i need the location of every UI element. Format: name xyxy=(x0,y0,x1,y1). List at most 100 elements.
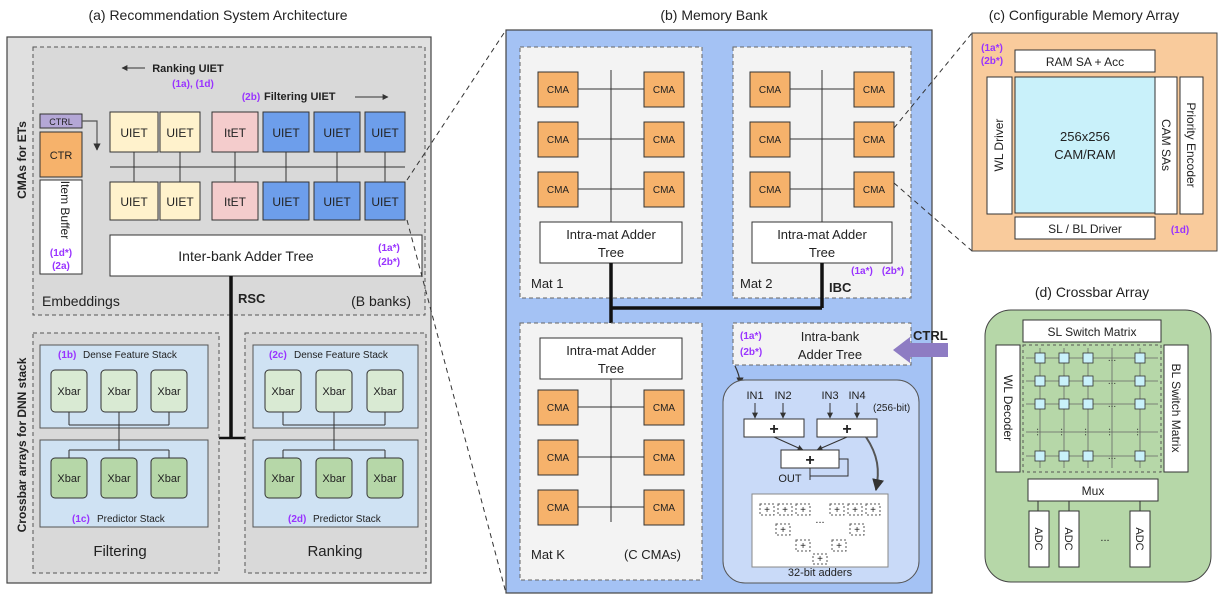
xbar-label: Xbar xyxy=(57,473,81,485)
plus-label: + xyxy=(805,452,814,469)
adc-label: ADC xyxy=(1032,527,1044,550)
plus-label: + xyxy=(780,525,786,536)
ctrl-arrow-icon xyxy=(893,337,948,363)
ctrl-arrow xyxy=(82,120,101,151)
matk-cmas: CMA CMA CMA CMA CMA CMA xyxy=(537,389,685,526)
wl-decoder-box xyxy=(995,344,1021,473)
mat2-lines xyxy=(790,70,854,222)
cell-ellipsis: ... xyxy=(1108,376,1116,387)
xbar-label: Xbar xyxy=(322,473,346,485)
cma-label: CMA xyxy=(547,185,570,196)
crossbar-cell xyxy=(1034,375,1046,387)
tag-2c: (2c) xyxy=(269,350,287,361)
intra-bank-l1: Intra-bank xyxy=(801,329,860,344)
tag-2d: (2d) xyxy=(288,514,306,525)
bl-switch-label: BL Switch Matrix xyxy=(1169,364,1183,453)
crossbar-cell xyxy=(1058,375,1070,387)
cma-label: CMA xyxy=(547,403,570,414)
adder-tree-nodes xyxy=(759,503,881,565)
adc-ellipsis: ... xyxy=(1100,532,1109,544)
mat2-adder-l2: Tree xyxy=(809,245,835,260)
panel-d-title: (d) Crossbar Array xyxy=(1035,284,1149,300)
cma-label: CMA xyxy=(863,135,886,146)
panel-c: (1a*) (2b*) RAM SA + Acc WL Driver 256x2… xyxy=(971,32,1218,252)
ram-sa-box xyxy=(1014,49,1156,73)
panel-c-title: (c) Configurable Memory Array xyxy=(989,7,1180,23)
cam-ram-core xyxy=(1014,76,1156,214)
cma-label: CMA xyxy=(759,135,782,146)
panel-d: SL Switch Matrix WL Decoder BL Switch Ma… xyxy=(984,309,1212,583)
cma-label: CMA xyxy=(653,85,676,96)
adder-tree-ellipsis: ... xyxy=(815,514,824,526)
priority-encoder-box xyxy=(1179,76,1204,215)
wl-decoder-label: WL Decoder xyxy=(1001,375,1015,441)
embeddings-label: Embeddings xyxy=(42,293,120,309)
cma-label: CMA xyxy=(547,453,570,464)
cell-ellipsis: ... xyxy=(1034,428,1045,436)
cma-label: CMA xyxy=(653,185,676,196)
panel-b-title: (b) Memory Bank xyxy=(660,7,768,23)
input-label: IN4 xyxy=(848,390,865,402)
panel-b: CMA CMA CMA CMA CMA CMA Intra-mat Adder … xyxy=(505,29,948,594)
input-label: IN3 xyxy=(821,390,838,402)
crossbar-cell xyxy=(1082,375,1094,387)
mat1-lines xyxy=(578,70,644,222)
ibc-label: IBC xyxy=(829,280,852,295)
xbar-label: Xbar xyxy=(373,473,397,485)
cma-label: CMA xyxy=(863,85,886,96)
intra-bank-l2: Adder Tree xyxy=(798,347,862,362)
ranking-label: Ranking xyxy=(307,543,362,560)
crossbar-cell xyxy=(1058,398,1070,410)
plus-label: + xyxy=(782,505,788,516)
input-arrows xyxy=(752,403,860,419)
matk-adder-box xyxy=(539,337,683,380)
cma-label: CMA xyxy=(653,453,676,464)
xbar-label: Xbar xyxy=(57,386,81,398)
expand-arrow xyxy=(865,436,884,492)
xbar-label: Xbar xyxy=(322,386,346,398)
cell-ellipsis: ... xyxy=(1134,428,1145,436)
matk-label: Mat K xyxy=(531,547,565,562)
et-label: UIET xyxy=(120,195,148,209)
et-grid-lines xyxy=(110,152,405,182)
adc-box xyxy=(1058,510,1080,568)
cell-ellipsis: ... xyxy=(1108,451,1116,462)
ctrl-label: CTRL xyxy=(913,328,948,343)
et-label: UIET xyxy=(166,126,194,140)
mux-label: Mux xyxy=(1082,484,1105,498)
et-label: UIET xyxy=(371,195,399,209)
priority-encoder-label: Priority Encoder xyxy=(1184,102,1198,187)
side-label-crossbar: Crossbar arrays for DNN stack xyxy=(15,357,29,532)
plus-label: + xyxy=(800,541,806,552)
adc-label: ADC xyxy=(1133,527,1145,550)
cell-ellipsis: ... xyxy=(1108,399,1116,410)
tag-2b-star: (2b*) xyxy=(378,257,400,268)
tag-2a: (2a) xyxy=(52,261,70,272)
plus-label: + xyxy=(842,421,851,438)
mat2-adder-l1: Intra-mat Adder xyxy=(777,227,867,242)
xbar-group-left: Xbar Xbar Xbar Xbar Xbar Xbar xyxy=(50,369,188,499)
sl-bl-driver-label: SL / BL Driver xyxy=(1048,222,1122,236)
crossbar-cells: ........................... xyxy=(1026,348,1158,468)
cell-ellipsis: ... xyxy=(1106,428,1117,436)
crossbar-cell xyxy=(1034,398,1046,410)
ctr-label: CTR xyxy=(50,150,73,162)
xbar-label: Xbar xyxy=(373,386,397,398)
adc-box xyxy=(1129,510,1151,568)
crossbar-cell xyxy=(1134,450,1146,462)
et-label: UIET xyxy=(166,195,194,209)
dense-stack-right-label: Dense Feature Stack xyxy=(294,350,389,361)
sl-switch-box xyxy=(1022,319,1162,343)
ranking-uiet-label: Ranking UIET xyxy=(152,63,224,75)
et-row-top: UIET UIET ItET UIET UIET UIET xyxy=(109,111,406,153)
cell-ellipsis: ... xyxy=(1082,428,1093,436)
panel-a: CMAs for ETs Crossbar arrays for DNN sta… xyxy=(6,36,432,584)
item-buffer-box xyxy=(39,179,83,275)
ram-sa-label: RAM SA + Acc xyxy=(1046,55,1124,69)
wl-driver-label: WL Driver xyxy=(992,119,1006,172)
xbar-lines-left xyxy=(68,412,170,458)
xbar-label: Xbar xyxy=(157,473,181,485)
tag-1a-star: (1a*) xyxy=(378,243,400,254)
mat2-cmas: CMA CMA CMA CMA CMA CMA xyxy=(749,71,895,208)
